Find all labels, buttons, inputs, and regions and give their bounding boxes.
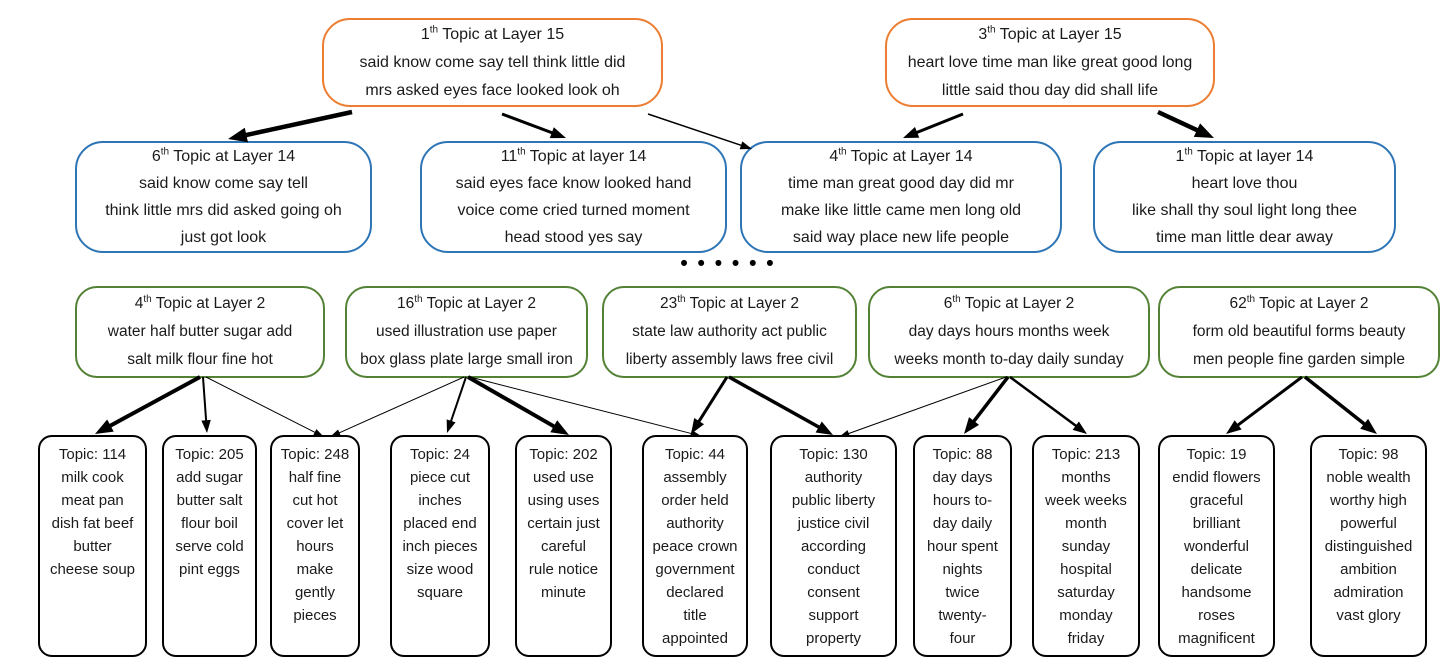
node-title: 11th Topic at layer 14 xyxy=(500,146,647,165)
edge-g2-t44 xyxy=(469,376,694,435)
edge-g2-t248 xyxy=(336,376,465,435)
edge-g4-t88 xyxy=(970,375,1010,426)
leaf-title: Topic: 98 xyxy=(1338,446,1399,463)
node-words: said eyes face know looked hand voice co… xyxy=(455,175,692,246)
leaf-words: endid flowers graceful brilliant wonderf… xyxy=(1172,469,1261,647)
leaf-title: Topic: 202 xyxy=(529,446,598,463)
node-title: 16th Topic at Layer 2 xyxy=(396,293,537,312)
edge-g4-t213 xyxy=(1009,375,1080,429)
leaf-topic-213: Topic: 213 months week weeks month sunda… xyxy=(1032,435,1140,657)
node-words: state law authority act public liberty a… xyxy=(625,323,834,368)
leaf-words: used use using uses certain just careful… xyxy=(527,469,600,601)
node-title: 23th Topic at Layer 2 xyxy=(659,293,800,312)
edge-g5-t19 xyxy=(1234,375,1303,429)
node-words: said know come say tell think little mrs… xyxy=(105,175,342,246)
leaf-topic-205: Topic: 205 add sugar butter salt flour b… xyxy=(162,435,257,657)
edge-g3-t44 xyxy=(695,376,729,426)
leaf-words: assembly order held authority peace crow… xyxy=(652,469,738,647)
edge-arrowhead-g2-t202 xyxy=(550,420,569,435)
leaf-topic-19: Topic: 19 endid flowers graceful brillia… xyxy=(1158,435,1275,657)
topic-node-layer14-11: 11th Topic at layer 14 said eyes face kn… xyxy=(420,141,727,253)
leaf-topic-202: Topic: 202 used use using uses certain j… xyxy=(515,435,612,657)
node-words: day days hours months week weeks month t… xyxy=(894,323,1124,368)
node-title: 4th Topic at Layer 14 xyxy=(829,146,973,165)
node-words: form old beautiful forms beauty men peop… xyxy=(1192,323,1406,368)
edge-arrowhead-o2-b3 xyxy=(903,126,920,138)
edge-o2-b3 xyxy=(913,112,964,136)
edge-arrowhead-o1-b2 xyxy=(549,127,566,139)
edge-arrowhead-g5-t98 xyxy=(1360,418,1377,434)
edge-o1-b2 xyxy=(501,112,556,136)
leaf-words: noble wealth worthy high powerful distin… xyxy=(1324,469,1413,624)
leaf-words: day days hours to- day daily hour spent … xyxy=(927,469,998,647)
edge-arrowhead-g4-t213 xyxy=(1072,421,1087,434)
node-title: 4th Topic at Layer 2 xyxy=(134,293,266,312)
topic-node-layer14-1: 1th Topic at layer 14 heart love thou li… xyxy=(1093,141,1396,253)
leaf-title: Topic: 213 xyxy=(1051,446,1121,463)
edge-g3-t130 xyxy=(728,375,824,431)
edge-g4-t130 xyxy=(846,376,1007,435)
node-title: 3th Topic at Layer 15 xyxy=(978,24,1122,43)
leaf-topic-44: Topic: 44 assembly order held authority … xyxy=(642,435,748,657)
node-title: 6th Topic at Layer 2 xyxy=(943,293,1075,312)
edge-arrowhead-g3-t44 xyxy=(691,418,705,434)
leaf-title: Topic: 19 xyxy=(1186,446,1247,463)
leaf-title: Topic: 44 xyxy=(664,446,726,463)
leaf-words: months week weeks month sunday hospital … xyxy=(1045,469,1127,647)
edge-g5-t98 xyxy=(1303,375,1369,428)
leaf-topic-130: Topic: 130 authority public liberty just… xyxy=(770,435,897,657)
leaf-words: piece cut inches placed end inch pieces … xyxy=(402,469,478,601)
edge-arrowhead-g1-t205 xyxy=(201,419,211,433)
node-title: 62th Topic at Layer 2 xyxy=(1229,293,1369,312)
edge-g1-t205 xyxy=(202,376,208,424)
leaf-words: half fine cut hot cover let hours make g… xyxy=(286,469,344,624)
topic-node-layer2-16: 16th Topic at Layer 2 used illustration … xyxy=(345,286,588,378)
leaf-topic-24: Topic: 24 piece cut inches placed end in… xyxy=(390,435,490,657)
node-title: 1th Topic at layer 14 xyxy=(1175,146,1314,165)
node-words: used illustration use paper box glass pl… xyxy=(360,323,573,368)
edge-g1-t248 xyxy=(205,376,318,434)
topic-node-layer14-4: 4th Topic at Layer 14 time man great goo… xyxy=(740,141,1062,253)
node-title: 1th Topic at Layer 15 xyxy=(420,24,565,43)
node-words: heart love time man like great good long… xyxy=(907,53,1193,99)
leaf-topic-88: Topic: 88 day days hours to- day daily h… xyxy=(913,435,1012,657)
leaf-words: milk cook meat pan dish fat beef butter … xyxy=(49,469,136,578)
leaf-title: Topic: 130 xyxy=(799,446,868,463)
topic-node-layer2-4: 4th Topic at Layer 2 water half butter s… xyxy=(75,286,325,378)
topic-node-layer15-3: 3th Topic at Layer 15 heart love time ma… xyxy=(885,18,1215,107)
edge-arrowhead-o2-b4 xyxy=(1193,123,1214,138)
leaf-title: Topic: 24 xyxy=(409,446,471,463)
edge-g2-t202 xyxy=(467,375,559,431)
edge-arrowhead-g2-t24 xyxy=(446,419,456,433)
leaf-topic-114: Topic: 114 milk cook meat pan dish fat b… xyxy=(38,435,147,657)
leaf-title: Topic: 205 xyxy=(175,446,244,463)
topic-node-layer2-62: 62th Topic at Layer 2 form old beautiful… xyxy=(1158,286,1440,378)
node-words: time man great good day did mr make like… xyxy=(780,175,1022,246)
node-words: water half butter sugar add salt milk fl… xyxy=(107,323,293,368)
node-words: heart love thou like shall thy soul ligh… xyxy=(1131,175,1358,246)
node-words: said know come say tell think little did… xyxy=(359,53,626,99)
leaf-words: authority public liberty justice civil a… xyxy=(791,469,876,647)
edge-g1-t114 xyxy=(105,375,201,430)
leaf-topic-248: Topic: 248 half fine cut hot cover let h… xyxy=(270,435,360,657)
edge-arrowhead-g1-t114 xyxy=(95,419,114,434)
omitted-layers-ellipsis: • • • • • • xyxy=(680,252,776,275)
edge-o2-b4 xyxy=(1157,109,1203,135)
topic-node-layer14-6: 6th Topic at Layer 14 said know come say… xyxy=(75,141,372,253)
topic-node-layer2-6: 6th Topic at Layer 2 day days hours mont… xyxy=(868,286,1150,378)
leaf-topic-98: Topic: 98 noble wealth worthy high power… xyxy=(1310,435,1427,657)
leaf-title: Topic: 88 xyxy=(932,446,993,463)
node-title: 6th Topic at Layer 14 xyxy=(151,146,296,165)
edge-g2-t24 xyxy=(449,376,467,425)
edge-o1-b1 xyxy=(241,109,353,139)
topic-node-layer2-23: 23th Topic at Layer 2 state law authorit… xyxy=(602,286,857,378)
leaf-title: Topic: 114 xyxy=(58,446,127,463)
edge-arrowhead-g3-t130 xyxy=(815,421,833,435)
edge-arrowhead-g4-t88 xyxy=(964,417,980,434)
leaf-words: add sugar butter salt flour boil serve c… xyxy=(175,469,244,578)
edge-arrowhead-g5-t19 xyxy=(1226,420,1242,434)
topic-node-layer15-1: 1th Topic at Layer 15 said know come say… xyxy=(322,18,663,107)
leaf-title: Topic: 248 xyxy=(280,446,350,463)
